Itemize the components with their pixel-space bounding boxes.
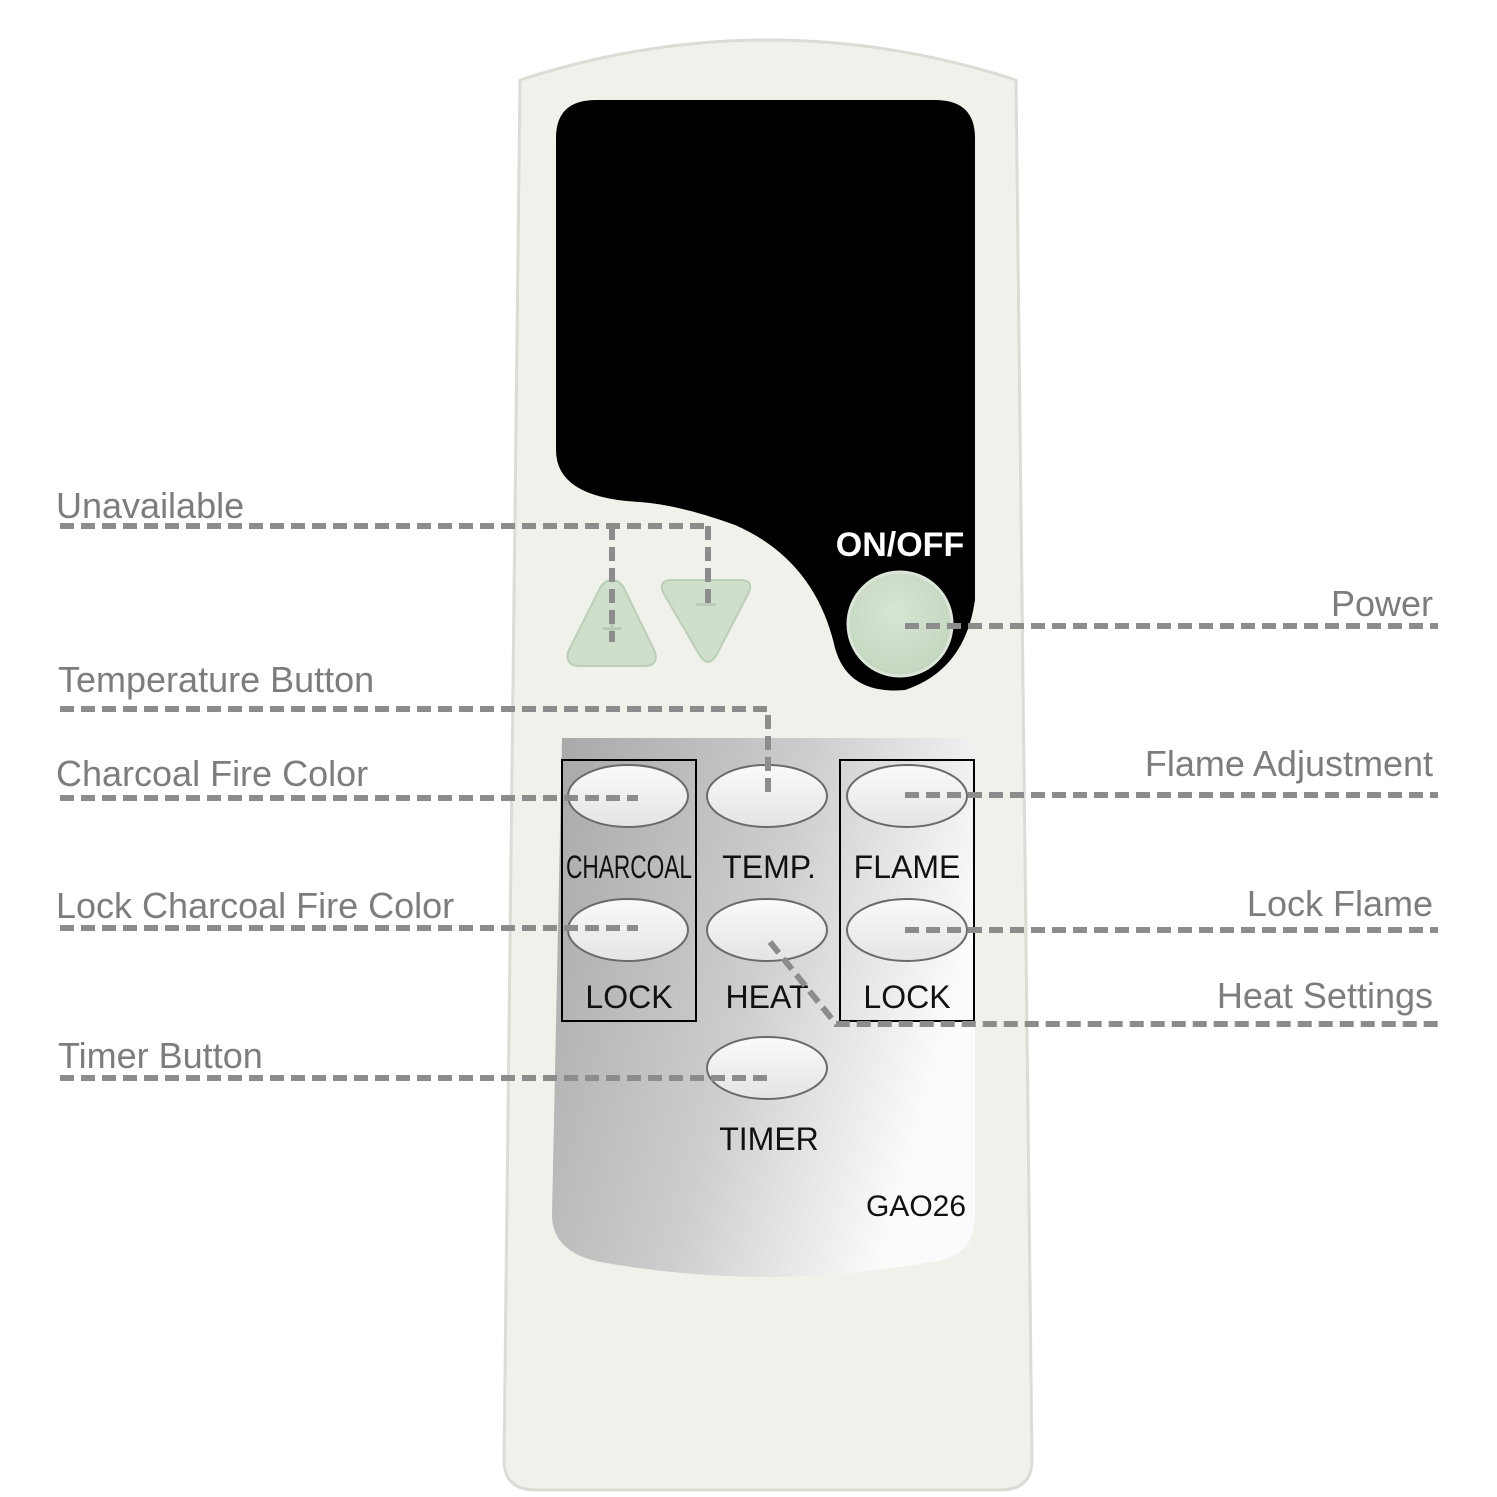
callout-heat-settings: Heat Settings [1217,975,1433,1016]
lock-left-label: LOCK [585,979,672,1015]
temp-button[interactable] [706,764,828,828]
heat-label: HEAT [726,979,809,1015]
callout-lines [60,523,1438,1081]
flame-label: FLAME [854,849,961,885]
callout-lock-charcoal-fire-color: Lock Charcoal Fire Color [56,885,454,926]
callout-lock-flame: Lock Flame [1247,883,1433,924]
callout-power: Power [1331,583,1433,624]
callout-flame-adjustment: Flame Adjustment [1145,743,1433,784]
timer-label: TIMER [719,1121,819,1157]
callout-unavailable: Unavailable [56,485,244,526]
button-panel [552,738,975,1277]
timer-button[interactable] [706,1036,828,1100]
model-label: GAO26 [866,1190,966,1223]
charcoal-label: CHARCOAL [566,849,692,885]
power-button-label: ON/OFF [836,526,964,564]
lock-right-label: LOCK [863,979,950,1015]
callout-temperature-button: Temperature Button [58,659,374,700]
charcoal-group-box [561,759,697,1022]
heat-settings-line [767,940,1438,1027]
minus-icon: − [694,583,717,627]
plus-icon: + [600,607,623,651]
heat-button[interactable] [706,898,828,962]
display-screen [556,100,975,691]
temperature-line [60,706,771,796]
temp-down-button[interactable]: − [660,579,752,663]
callout-timer-button: Timer Button [58,1035,263,1076]
callout-charcoal-fire-color: Charcoal Fire Color [56,753,368,794]
temp-label: TEMP. [722,849,816,885]
unavailable-line [60,523,711,642]
